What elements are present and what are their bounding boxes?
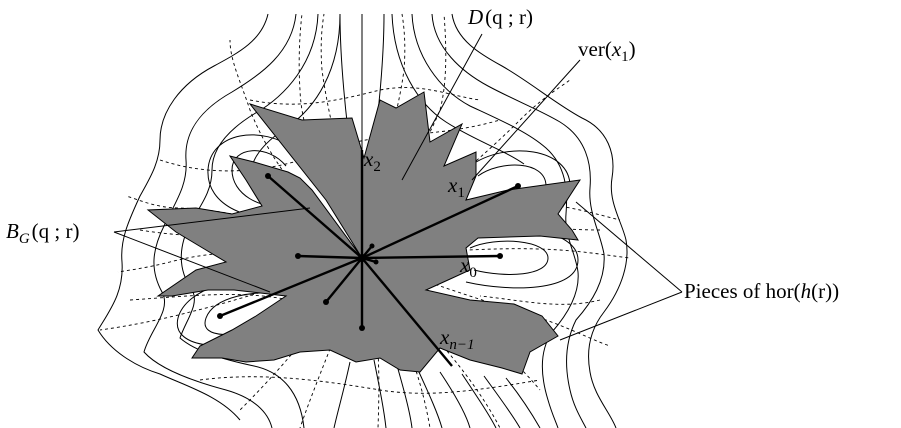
- vertical-line: [395, 361, 413, 428]
- label-x1-var: x: [447, 173, 458, 197]
- leader-BG-2: [113, 231, 271, 293]
- label-x0-var: x: [459, 253, 470, 277]
- label-x0: x0: [459, 253, 477, 281]
- label-x2-var: x: [363, 147, 374, 171]
- spokes: [219, 150, 519, 367]
- spoke-endpoints: [217, 173, 521, 331]
- dotted-curve: [361, 257, 380, 428]
- label-BG: BG(q ; r): [6, 219, 80, 247]
- center-point: [358, 254, 366, 262]
- leader-ver: [471, 59, 581, 181]
- label-D-args: (q ; r): [485, 5, 533, 29]
- spoke-x1: [361, 184, 519, 260]
- endpoint-dot: [265, 173, 271, 179]
- vertical-line: [373, 359, 387, 428]
- spoke-upper-left: [267, 175, 363, 259]
- dotted-curve: [229, 39, 363, 259]
- outer-curve-5: [179, 13, 319, 428]
- label-xn1-var: x: [439, 325, 450, 349]
- vertical-line: [439, 371, 471, 428]
- ball-region: [146, 91, 582, 375]
- loop-right-mid: [469, 240, 549, 275]
- label-x1-sub: 1: [457, 185, 465, 201]
- outer-curve-1: [97, 13, 269, 421]
- spoke-lower-left: [219, 256, 363, 318]
- dotted-cross: [199, 376, 541, 394]
- label-x1: x1: [447, 173, 465, 201]
- label-x0-sub: 0: [469, 265, 477, 281]
- endpoint-dot: [323, 299, 329, 305]
- endpoint-dot: [373, 259, 379, 265]
- spoke-xn1: [361, 257, 453, 367]
- spoke-down-left: [325, 257, 363, 303]
- label-ver-var: x: [611, 37, 622, 61]
- leader-pieces-2: [559, 291, 683, 341]
- spoke-x0: [361, 254, 501, 260]
- dotted-cross: [129, 294, 291, 301]
- outer-curve-3: [143, 13, 297, 428]
- outer-curve-4: [431, 13, 605, 428]
- label-ver-close: ): [629, 37, 636, 61]
- label-pieces: Pieces of hor(h(r)): [684, 279, 839, 303]
- label-BG-main: B: [6, 219, 19, 243]
- endpoint-dot: [217, 313, 223, 319]
- label-xn1: xn−1: [439, 325, 474, 353]
- endpoint-dot: [515, 183, 521, 189]
- label-ver-sub: 1: [621, 49, 629, 65]
- label-D-main: D: [467, 5, 483, 29]
- endpoint-dot: [497, 253, 503, 259]
- label-pieces-var: h: [801, 279, 812, 303]
- label-xn1-sub: n−1: [449, 337, 474, 353]
- outer-curve-8: [391, 13, 525, 165]
- endpoint-dot: [295, 253, 301, 259]
- vertical-line: [505, 377, 541, 428]
- leader-BG-1: [113, 207, 311, 233]
- label-BG-sub: G: [19, 231, 30, 247]
- dotted-cross: [159, 119, 501, 172]
- leader-D: [401, 33, 483, 181]
- label-D: D(q ; r): [467, 5, 533, 29]
- endpoint-dot: [369, 243, 375, 249]
- leader-pieces-1: [575, 201, 683, 293]
- dotted-cross: [479, 295, 601, 305]
- label-ver-main: ver(: [578, 37, 612, 61]
- vertical-line: [333, 361, 351, 428]
- dotted-curve: [117, 251, 363, 273]
- label-x2: x2: [363, 147, 381, 175]
- label-pieces-main: Pieces of hor(: [684, 279, 801, 303]
- label-pieces-args: (r)): [811, 279, 839, 303]
- outer-curve-2: [451, 13, 628, 428]
- vertical-line: [417, 369, 443, 428]
- vertical-line: [461, 373, 497, 428]
- leader-lines: [113, 33, 683, 341]
- label-ver: ver(x1): [578, 37, 636, 65]
- dotted-curve: [239, 257, 363, 411]
- spoke-left: [297, 254, 363, 260]
- dotted-cross: [489, 226, 601, 231]
- label-BG-args: (q ; r): [32, 219, 80, 243]
- label-x2-sub: 2: [373, 159, 381, 175]
- endpoint-dot: [359, 325, 365, 331]
- vertical-line: [483, 375, 521, 428]
- dotted-curve: [361, 13, 447, 259]
